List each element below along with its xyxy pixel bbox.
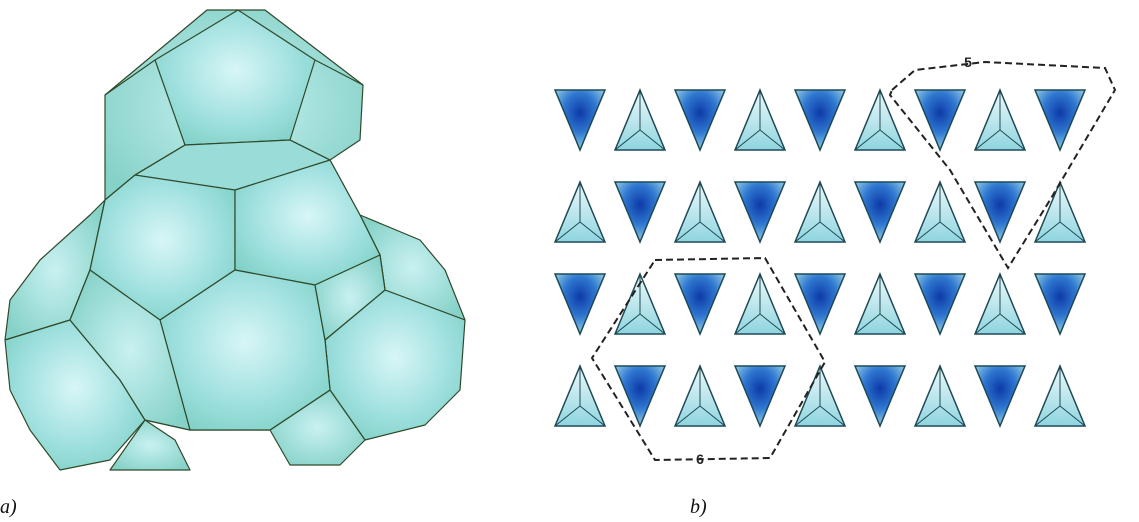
triangle-inner-edge bbox=[999, 129, 1026, 151]
left-polyhedron bbox=[4, 199, 191, 471]
triangle-inner-edge bbox=[794, 221, 821, 243]
triangle-inner-edge bbox=[699, 221, 726, 243]
triangle-inner-edge bbox=[879, 313, 906, 335]
polyhedron-face bbox=[159, 269, 331, 431]
region-five-outline: 5 bbox=[888, 54, 1117, 270]
triangle-tiling-figure: 5 6 bbox=[553, 54, 1117, 467]
triangle-inner-edge bbox=[819, 405, 846, 427]
dark-triangle bbox=[973, 365, 1027, 428]
dark-triangle bbox=[973, 181, 1027, 244]
dark-triangle bbox=[733, 181, 787, 244]
region-five-label: 5 bbox=[964, 54, 972, 70]
triangle-inner-edge bbox=[879, 129, 906, 151]
triangle-inner-edge bbox=[939, 405, 966, 427]
triangle-inner-edge bbox=[614, 129, 641, 151]
panel-a-label: a) bbox=[0, 496, 17, 518]
dark-triangle bbox=[733, 365, 787, 428]
triangle-inner-edge bbox=[674, 221, 701, 243]
polyhedron-face bbox=[314, 254, 386, 341]
triangle-inner-edge bbox=[939, 221, 966, 243]
dark-triangle bbox=[553, 89, 607, 152]
triangle-inner-edge bbox=[639, 129, 666, 151]
triangle-inner-edge bbox=[999, 313, 1026, 335]
triangle-inner-edge bbox=[734, 129, 761, 151]
dark-triangle bbox=[613, 181, 667, 244]
triangle-inner-edge bbox=[1059, 221, 1086, 243]
dark-triangle bbox=[913, 273, 967, 336]
triangle-inner-edge bbox=[579, 405, 606, 427]
right-polyhedron bbox=[269, 214, 466, 466]
dark-triangle bbox=[853, 181, 907, 244]
triangle-inner-edge bbox=[639, 313, 666, 335]
triangle-inner-edge bbox=[974, 129, 1001, 151]
triangle-inner-edge bbox=[614, 313, 641, 335]
dark-triangle bbox=[853, 365, 907, 428]
dark-triangle bbox=[673, 89, 727, 152]
dark-triangle bbox=[1033, 89, 1087, 152]
dark-triangle bbox=[793, 89, 847, 152]
triangle-inner-edge bbox=[1059, 405, 1086, 427]
triangle-inner-edge bbox=[554, 221, 581, 243]
triangle-inner-edge bbox=[734, 313, 761, 335]
triangle-inner-edge bbox=[699, 405, 726, 427]
triangle-inner-edge bbox=[1034, 405, 1061, 427]
triangle-inner-edge bbox=[854, 313, 881, 335]
triangle-inner-edge bbox=[554, 405, 581, 427]
triangle-inner-edge bbox=[579, 221, 606, 243]
triangle-inner-edge bbox=[674, 405, 701, 427]
triangle-inner-edge bbox=[854, 129, 881, 151]
panel-b-label: b) bbox=[690, 496, 707, 518]
triangle-inner-edge bbox=[1034, 221, 1061, 243]
triangle-inner-edge bbox=[974, 313, 1001, 335]
region-six-outline: 6 bbox=[590, 256, 827, 467]
dark-triangle bbox=[1033, 273, 1087, 336]
triangle-inner-edge bbox=[914, 405, 941, 427]
dark-triangle bbox=[613, 365, 667, 428]
triangle-grid bbox=[553, 88, 1087, 428]
dark-triangle bbox=[793, 273, 847, 336]
triangle-inner-edge bbox=[759, 129, 786, 151]
dark-triangle bbox=[913, 89, 967, 152]
dark-triangle bbox=[673, 273, 727, 336]
triangle-inner-edge bbox=[759, 313, 786, 335]
polyhedron-face bbox=[109, 419, 191, 471]
dark-triangle bbox=[553, 273, 607, 336]
triangle-inner-edge bbox=[794, 405, 821, 427]
center-polyhedron bbox=[69, 139, 386, 431]
region-six-label: 6 bbox=[696, 451, 704, 467]
polyhedra-cluster-figure bbox=[4, 9, 466, 471]
polyhedron-face bbox=[69, 269, 191, 431]
triangle-inner-edge bbox=[819, 221, 846, 243]
triangle-inner-edge bbox=[914, 221, 941, 243]
